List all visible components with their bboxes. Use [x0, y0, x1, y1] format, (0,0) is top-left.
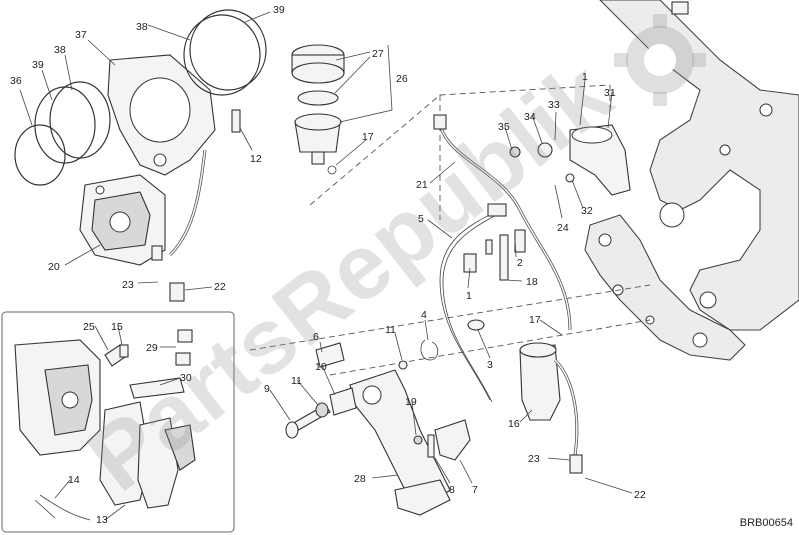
caliper-brake-hose [151, 109, 241, 302]
callout-19: 19 [405, 396, 417, 408]
rear-frame [599, 0, 799, 331]
callout-27: 27 [372, 48, 384, 60]
callout-2: 2 [517, 257, 523, 269]
callout-38: 38 [54, 44, 66, 56]
callout-14: 14 [68, 474, 80, 486]
callout-31: 31 [604, 87, 616, 99]
brake-light-switch-cable [439, 203, 507, 403]
reservoir-hose [433, 114, 572, 331]
callout-15: 15 [111, 321, 123, 333]
callout-36: 36 [10, 75, 22, 87]
callout-22: 22 [214, 281, 226, 293]
callout-5: 5 [418, 213, 424, 225]
brake-fluid-reservoir [291, 44, 345, 175]
callout-11: 11 [291, 375, 302, 387]
callout-35: 35 [498, 121, 510, 133]
callout-12: 12 [250, 153, 262, 165]
callout-28: 28 [354, 473, 366, 485]
callout-3: 3 [487, 359, 493, 371]
pedal-pivot-hardware [285, 339, 439, 439]
drawing-code: BRB00654 [739, 517, 793, 529]
callout-8: 8 [449, 484, 455, 496]
callout-18: 18 [526, 276, 538, 288]
callout-20: 20 [48, 261, 60, 273]
callout-25: 25 [83, 321, 95, 333]
callout-leader-lines [19, 11, 633, 521]
callout-21: 21 [416, 179, 428, 191]
callout-labels: 36 39 38 37 38 39 27 26 12 17 20 23 22 2… [10, 4, 646, 526]
callout-6: 6 [313, 331, 319, 343]
callout-1: 1 [466, 290, 472, 302]
callout-30: 30 [180, 372, 192, 384]
caliper-seal-rings [14, 9, 267, 186]
callout-29: 29 [146, 342, 158, 354]
rear-brake-caliper [79, 174, 166, 266]
callout-22: 22 [634, 489, 646, 501]
callout-17: 17 [529, 314, 541, 326]
reservoir-support-bracket [509, 124, 631, 196]
callout-26: 26 [396, 73, 408, 85]
rear-brake-master-cylinder [519, 342, 583, 474]
caliper-detail-inset [1, 311, 235, 533]
callout-37: 37 [75, 29, 87, 41]
watermark-gear-icon [614, 14, 706, 106]
callout-38: 38 [136, 21, 148, 33]
callout-9: 9 [264, 383, 270, 395]
callout-17: 17 [362, 131, 374, 143]
callout-11: 11 [385, 324, 396, 336]
brake-caliper-bracket [107, 54, 216, 176]
callout-39: 39 [32, 59, 44, 71]
master-cylinder-pushrod [413, 229, 526, 461]
callout-13: 13 [96, 514, 108, 526]
callout-7: 7 [472, 484, 478, 496]
callout-33: 33 [548, 99, 560, 111]
callout-32: 32 [581, 205, 593, 217]
callout-1: 1 [582, 71, 588, 83]
callout-23: 23 [122, 279, 134, 291]
callout-24: 24 [557, 222, 569, 234]
rear-brake-pedal [349, 369, 451, 516]
callout-39: 39 [273, 4, 285, 16]
callout-34: 34 [524, 111, 536, 123]
callout-10: 10 [315, 361, 327, 373]
callout-23: 23 [528, 453, 540, 465]
rider-footrest-bracket [584, 214, 746, 361]
callout-4: 4 [421, 309, 427, 321]
callout-16: 16 [508, 418, 520, 430]
